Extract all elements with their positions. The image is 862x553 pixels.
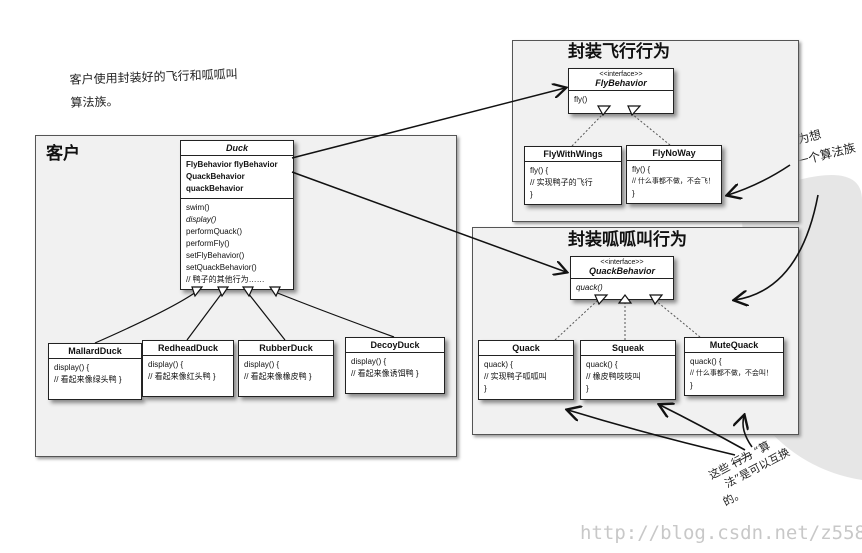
quack-behavior-interface: <<interface>>QuackBehavior quack() [570,256,674,300]
code-line: } [530,190,533,199]
code-line: } [484,384,487,393]
decoy-duck-class: DecoyDuck display() { // 看起来像诱饵鸭 } [345,337,445,394]
class-name: QuackBehavior [588,266,656,276]
method: display() [186,215,217,224]
quack-region-title: 封装呱呱叫行为 [568,230,687,250]
code-line: } [632,189,635,198]
method: swim() [186,203,210,212]
code-line: quack) { [484,360,513,369]
class-name: MallardDuck [49,344,141,359]
redhead-duck-class: RedheadDuck display() { // 看起来像红头鸭 } [142,340,234,397]
class-name: Squeak [581,341,675,356]
class-name: MuteQuack [685,338,783,353]
method: performQuack() [186,227,243,236]
code-line: quack() { [690,357,722,366]
url-watermark: http://blog.csdn.net/z55887 [580,522,862,544]
code-line: fly() { [632,165,651,174]
class-name: Duck [181,141,293,156]
attribute: QuackBehavior quackBehavior [186,172,245,193]
code-line: // 什么事都不做，不会飞！ [632,178,715,185]
code-line: // 看起来像绿头鸭 } [54,375,122,384]
class-name: FlyNoWay [627,146,721,161]
code-line: } [586,384,589,393]
method: // 鸭子的其他行为…… [186,275,265,284]
client-title: 客户 [46,144,80,164]
duck-class: Duck FlyBehavior flyBehavior QuackBehavi… [180,140,294,290]
code-line: fly() { [530,166,549,175]
code-line: display() { [351,357,387,366]
class-name: FlyWithWings [525,147,621,162]
mallard-duck-class: MallardDuck display() { // 看起来像绿头鸭 } [48,343,142,400]
class-name: DecoyDuck [346,338,444,353]
code-line: // 实现鸭子呱呱叫 [484,372,547,381]
class-name: RubberDuck [239,341,333,356]
code-line: display() { [54,363,90,372]
code-line: display() { [244,360,280,369]
code-line: // 实现鸭子的飞行 [530,178,593,187]
method: setFlyBehavior() [186,251,245,260]
note-top-left: 客户使用封装好的飞行和呱呱叫 算法族。 [69,65,238,111]
class-name: FlyBehavior [595,78,647,88]
fly-with-wings-class: FlyWithWings fly() { // 实现鸭子的飞行} [524,146,622,205]
class-name: Quack [479,341,573,356]
fly-behavior-interface: <<interface>>FlyBehavior fly() [568,68,674,114]
stereotype: <<interface>> [599,71,643,78]
stereotype: <<interface>> [600,259,644,266]
code-line: // 什么事都不做，不会叫！ [690,370,773,377]
code-line: quack() { [586,360,618,369]
code-line: // 橡皮鸭吱吱叫 [586,372,641,381]
quack-class: Quack quack) { // 实现鸭子呱呱叫} [478,340,574,400]
method: performFly() [186,239,230,248]
method: quack() [576,283,603,292]
method: fly() [574,95,588,104]
squeak-class: Squeak quack() { // 橡皮鸭吱吱叫} [580,340,676,400]
rubber-duck-class: RubberDuck display() { // 看起来像橡皮鸭 } [238,340,334,397]
code-line: // 看起来像诱饵鸭 } [351,369,419,378]
code-line: // 看起来像红头鸭 } [148,372,216,381]
fly-no-way-class: FlyNoWay fly() { // 什么事都不做，不会飞！} [626,145,722,204]
code-line: } [690,381,693,390]
fly-region-title: 封装飞行行为 [568,42,670,62]
code-line: display() { [148,360,184,369]
method: setQuackBehavior() [186,263,257,272]
mute-quack-class: MuteQuack quack() { // 什么事都不做，不会叫！} [684,337,784,396]
code-line: // 看起来像橡皮鸭 } [244,372,312,381]
attribute: FlyBehavior flyBehavior [186,160,278,169]
class-name: RedheadDuck [143,341,233,356]
